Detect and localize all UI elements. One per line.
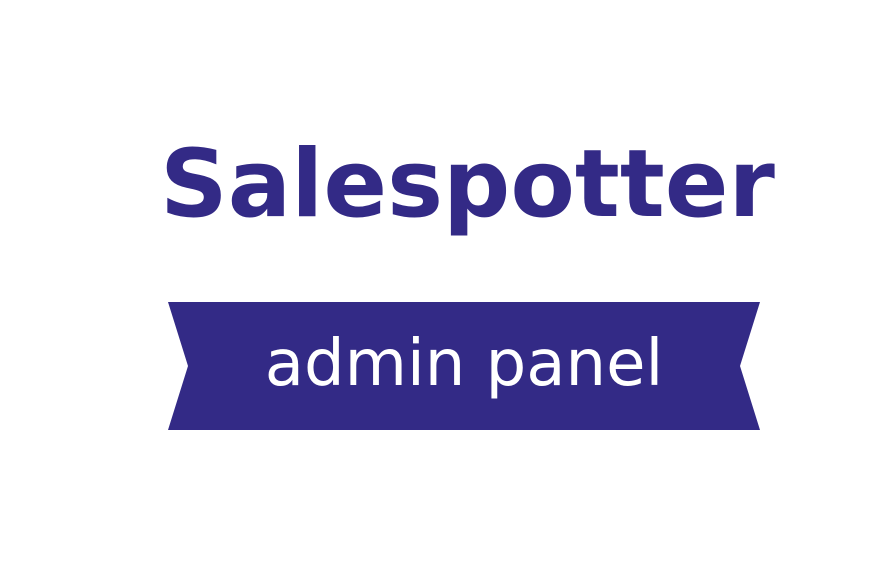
brand-title: Salespotter <box>160 130 775 239</box>
ribbon-shape <box>168 302 760 430</box>
ribbon-subtitle: admin panel <box>264 327 664 401</box>
